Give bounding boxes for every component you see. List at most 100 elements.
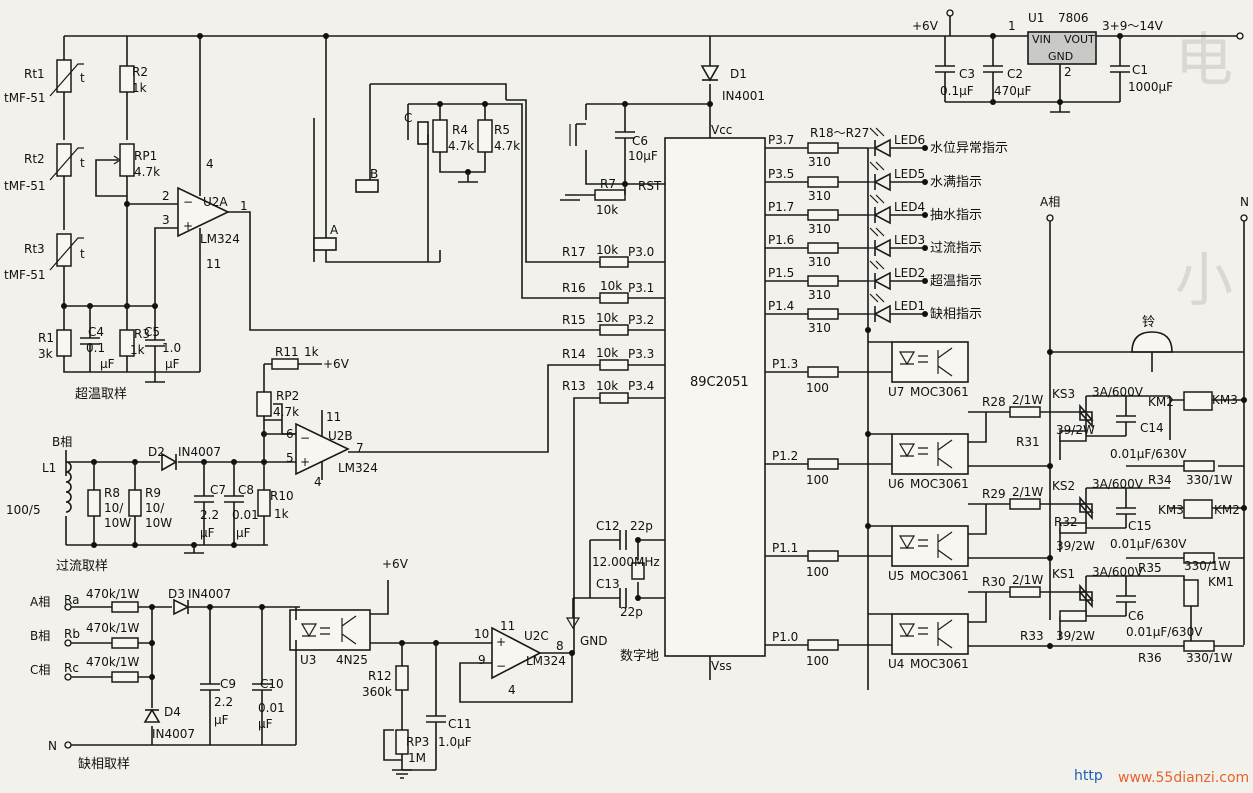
- label-n: N: [48, 739, 57, 753]
- label-d3-value: IN4007: [188, 587, 231, 601]
- wire: [370, 580, 470, 644]
- moc-light: [918, 355, 928, 635]
- junction: [437, 101, 443, 107]
- wire: [370, 83, 507, 100]
- label-3a-600v: 3A/600V: [1092, 385, 1144, 399]
- regulator-u1: [1027, 31, 1097, 65]
- label-rt1: Rt1: [24, 67, 45, 81]
- junction: [1047, 555, 1053, 561]
- label-water-full: 水满指示: [930, 175, 982, 190]
- resistor-r16: [599, 292, 629, 304]
- label-c9-unit: μF: [214, 713, 229, 727]
- pin-p14: P1.4: [768, 299, 794, 313]
- label-310: 310: [808, 255, 831, 269]
- label-u1: U1: [1028, 11, 1044, 25]
- resistor-led2: [807, 275, 839, 287]
- pin-p10: P1.0: [772, 630, 798, 644]
- opamp-u2c: [491, 626, 542, 680]
- label-km3: KM3: [1212, 393, 1238, 407]
- label-snubber: 0.01μF/630V: [1126, 625, 1203, 639]
- bell-icon: [1131, 331, 1173, 353]
- label-l1-value: 100/5: [6, 503, 41, 517]
- wire: [765, 147, 868, 315]
- label-rb: Rb: [64, 627, 80, 641]
- label-39-2w: 39/2W: [1056, 539, 1095, 553]
- resistor-r29: [1009, 498, 1041, 510]
- label-d4: D4: [164, 705, 181, 719]
- pin-number: 4: [206, 157, 214, 171]
- label-moc3061: MOC3061: [910, 657, 969, 671]
- label-c1-value: 1000μF: [1128, 80, 1173, 94]
- label-probe-b: B: [370, 167, 378, 181]
- pin-number: 4: [314, 475, 322, 489]
- label-r18-r27: R18～R27: [810, 126, 869, 140]
- label-rp1-value: 4.7k: [134, 165, 160, 179]
- label-probe-a: A: [330, 223, 339, 237]
- wiper-arrow: [113, 155, 122, 165]
- diode-d4: [143, 708, 161, 723]
- junction: [1241, 397, 1247, 403]
- label-c10: C10: [260, 677, 284, 691]
- junction: [149, 674, 155, 680]
- resistor-r36: [1183, 640, 1215, 652]
- label-c6: C6: [632, 134, 648, 148]
- pin-number: 11: [500, 619, 515, 633]
- pin-number: 1: [1008, 19, 1016, 33]
- thermistor-slash: [49, 63, 84, 97]
- label-10k: 10k: [596, 311, 618, 325]
- label-lm324: LM324: [200, 232, 240, 246]
- junction: [707, 101, 713, 107]
- pin-number: 7: [356, 441, 364, 455]
- wire: [765, 371, 892, 646]
- label-t: t: [80, 156, 85, 170]
- terminal-vin: [1236, 32, 1244, 40]
- led-inside-u3: [300, 623, 318, 638]
- terminal-a: [64, 603, 72, 611]
- label-gnd-reg: GND: [1048, 50, 1073, 63]
- label-u7: U7: [888, 385, 904, 399]
- label-pumping: 抽水指示: [930, 208, 982, 223]
- label-3a-600v: 3A/600V: [1092, 477, 1144, 491]
- label-u6: U6: [888, 477, 904, 491]
- led-light-arrows: [869, 127, 885, 303]
- wire: [408, 103, 523, 290]
- label-470k: 470k/1W: [86, 587, 140, 601]
- label-100: 100: [806, 654, 829, 668]
- junction: [865, 431, 871, 437]
- junction: [1241, 505, 1247, 511]
- label-c4: C4: [88, 325, 104, 339]
- resistor-r15: [599, 324, 629, 336]
- label-mcu: 89C2051: [690, 375, 749, 390]
- label-snubber: 0.01μF/630V: [1110, 447, 1187, 461]
- label-c1: C1: [1132, 63, 1148, 77]
- label-crystal: 12.000MHz: [592, 555, 660, 569]
- potentiometer-rp1: [119, 143, 135, 177]
- pin-number: 6: [286, 427, 294, 441]
- junction: [1057, 99, 1063, 105]
- pin-number: 5: [286, 451, 294, 465]
- opamp-plus: +: [183, 219, 193, 233]
- resistor-rb: [111, 637, 139, 649]
- relay-km1-coil: [1183, 579, 1199, 607]
- wire: [968, 591, 1086, 647]
- label-r28: R28: [982, 395, 1006, 409]
- junction: [635, 537, 641, 543]
- pin-p33: P3.3: [628, 347, 654, 361]
- label-d4-value: IN4007: [152, 727, 195, 741]
- label-r7: R7: [600, 177, 616, 191]
- pin-number: 1: [240, 199, 248, 213]
- pin-p32: P3.2: [628, 313, 654, 327]
- label-r4: R4: [452, 123, 468, 137]
- label-r5-value: 4.7k: [494, 139, 520, 153]
- resistor-100-u7: [807, 366, 839, 378]
- pin-p34: P3.4: [628, 379, 654, 393]
- wire: [506, 99, 600, 263]
- phototransistor-u3: [341, 615, 357, 645]
- label-d2: D2: [148, 445, 165, 459]
- wire: [968, 411, 1086, 467]
- pin-p30: P3.0: [628, 245, 654, 259]
- optocoupler-u3: [289, 609, 371, 651]
- triac-ks3: [1078, 396, 1094, 436]
